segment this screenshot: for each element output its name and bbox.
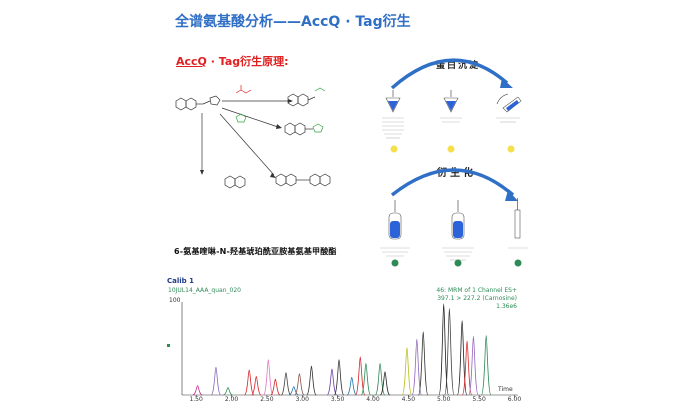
chrom-peak-24 [456, 320, 468, 396]
chrom-peak-26 [468, 336, 479, 396]
chrom-peak-20 [411, 338, 423, 396]
centrifuge-tube [496, 93, 522, 113]
chrom-peak-7 [270, 378, 281, 396]
chrom-x-tick-label-5: 3.50 [330, 396, 345, 403]
chrom-peak-5 [251, 375, 262, 396]
step-badge-4 [391, 259, 399, 267]
reagent-structure [175, 95, 221, 111]
chrom-x-tick-label-8: 5.00 [437, 396, 451, 403]
secondary-amine-structure [235, 87, 326, 133]
tube-step-1 [385, 90, 401, 113]
chrom-x-tick-label-9: 5.50 [472, 396, 486, 403]
step-badge-5 [454, 259, 462, 267]
principle-heading: AccQ · Tag衍生原理: [176, 53, 289, 69]
arrow-amq [219, 113, 275, 176]
derivatization-tube-1 [388, 200, 402, 240]
chrom-x-tick-label-2: 2.00 [224, 396, 239, 403]
chrom-peak-16 [360, 362, 372, 396]
chrom-sample-label: 10JUL14_AAA_quan_020 [168, 287, 241, 294]
curved-arrow-derivatization [390, 168, 515, 197]
chrom-peak-10 [294, 373, 305, 396]
chrom-peak-9 [288, 386, 299, 396]
chrom-x-tick-label-7: 4.50 [401, 396, 416, 403]
arrow-secondary [221, 107, 279, 128]
chrom-peak-25 [461, 340, 473, 396]
step-badge-2 [447, 145, 455, 153]
chrom-peak-17 [374, 362, 386, 396]
amq-structure [224, 175, 246, 189]
chrom-peak-2 [210, 366, 222, 396]
chrom-x-tick-label-6: 4.00 [366, 396, 380, 403]
principle-rest: · Tag衍生原理: [206, 55, 289, 68]
tube-step-2 [443, 90, 459, 113]
legend-marker [167, 344, 170, 347]
chrom-peak-13 [333, 359, 345, 396]
chrom-peak-23 [444, 308, 455, 396]
secondary-product-structure [284, 122, 313, 136]
chrom-peak-14 [346, 376, 357, 396]
chrom-peak-21 [418, 331, 429, 396]
chrom-peak-1 [192, 385, 203, 396]
step-badge-1 [390, 145, 398, 153]
chrom-mrm-line1: 46: MRM of 1 Channel ES+ [436, 287, 517, 294]
primary-product-structure [287, 93, 316, 107]
chrom-peak-11 [306, 365, 317, 396]
chrom-calib-label: Calib 1 [167, 277, 194, 285]
chrom-peak-15 [355, 356, 366, 396]
principle-underlined: AccQ [176, 55, 207, 68]
chrom-peak-3 [223, 387, 233, 396]
step-badge-3 [507, 145, 515, 153]
primary-amine-structure [235, 85, 252, 94]
chrom-peak-8 [280, 372, 292, 396]
chrom-peak-27 [480, 335, 492, 396]
chrom-x-axis-title: Time [498, 386, 513, 393]
urea-structure [275, 173, 331, 187]
chrom-peak-22 [438, 303, 449, 396]
chrom-mrm-line2: 397.1 > 227.2 (Carnosine) [437, 295, 517, 302]
chrom-mrm-line3: 1.36e6 [496, 303, 517, 310]
slide-title: 全谱氨基酸分析——AccQ · Tag衍生 [175, 14, 411, 30]
section-precipitation: 蛋白沉淀 [436, 61, 481, 71]
chrom-x-tick-label-1: 1.50 [189, 396, 203, 403]
chrom-peak-6 [263, 359, 274, 396]
chrom-peak-12 [326, 368, 338, 396]
chrom-mrm-info: 46: MRM of 1 Channel ES+ 397.1 > 227.2 (… [436, 287, 517, 311]
section-derivatization: 衍生化 [437, 168, 476, 179]
chrom-peak-19 [401, 347, 413, 396]
chrom-peak-18 [379, 371, 391, 396]
injection-needle [514, 198, 521, 239]
chrom-x-tick-label-4: 3.00 [295, 396, 309, 403]
derivatization-tube-2 [451, 200, 465, 240]
chrom-ymax-label: 100 [169, 297, 181, 304]
step-badge-6 [514, 259, 522, 267]
curved-arrow-precipitation [390, 58, 509, 90]
reagent-caption: 6-氨基喹啉-N-羟基琥珀酰亚胺基氨基甲酸酯 [174, 247, 337, 256]
chrom-peak-4 [244, 369, 255, 396]
chrom-x-tick-label-10: 6.00 [507, 396, 522, 403]
chrom-x-tick-label-3: 2.50 [260, 396, 274, 403]
